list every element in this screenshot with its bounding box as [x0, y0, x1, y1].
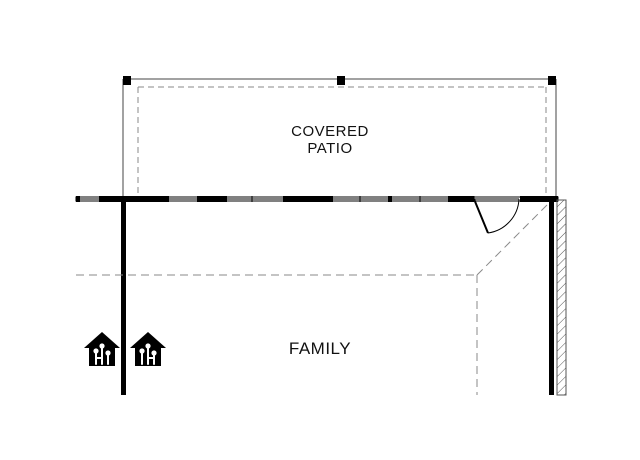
smart-home-icon — [84, 332, 120, 366]
smart-home-icon — [130, 332, 166, 366]
family-room-label: FAMILY — [288, 339, 352, 358]
rear-wall — [75, 196, 559, 202]
patio-outline — [122, 76, 557, 197]
patio-column-middle — [337, 76, 345, 85]
ceiling-lines — [76, 202, 550, 395]
covered-patio-line1: COVERED — [291, 123, 369, 140]
exterior-wall-right — [549, 199, 554, 395]
wall-hatch — [556, 199, 567, 396]
patio-door — [473, 196, 520, 234]
covered-patio-label: COVERED PATIO — [268, 123, 392, 158]
covered-patio-line2: PATIO — [307, 140, 353, 158]
patio-column-right — [548, 76, 556, 85]
interior-wall-left — [121, 199, 126, 395]
patio-column-left — [123, 76, 131, 85]
